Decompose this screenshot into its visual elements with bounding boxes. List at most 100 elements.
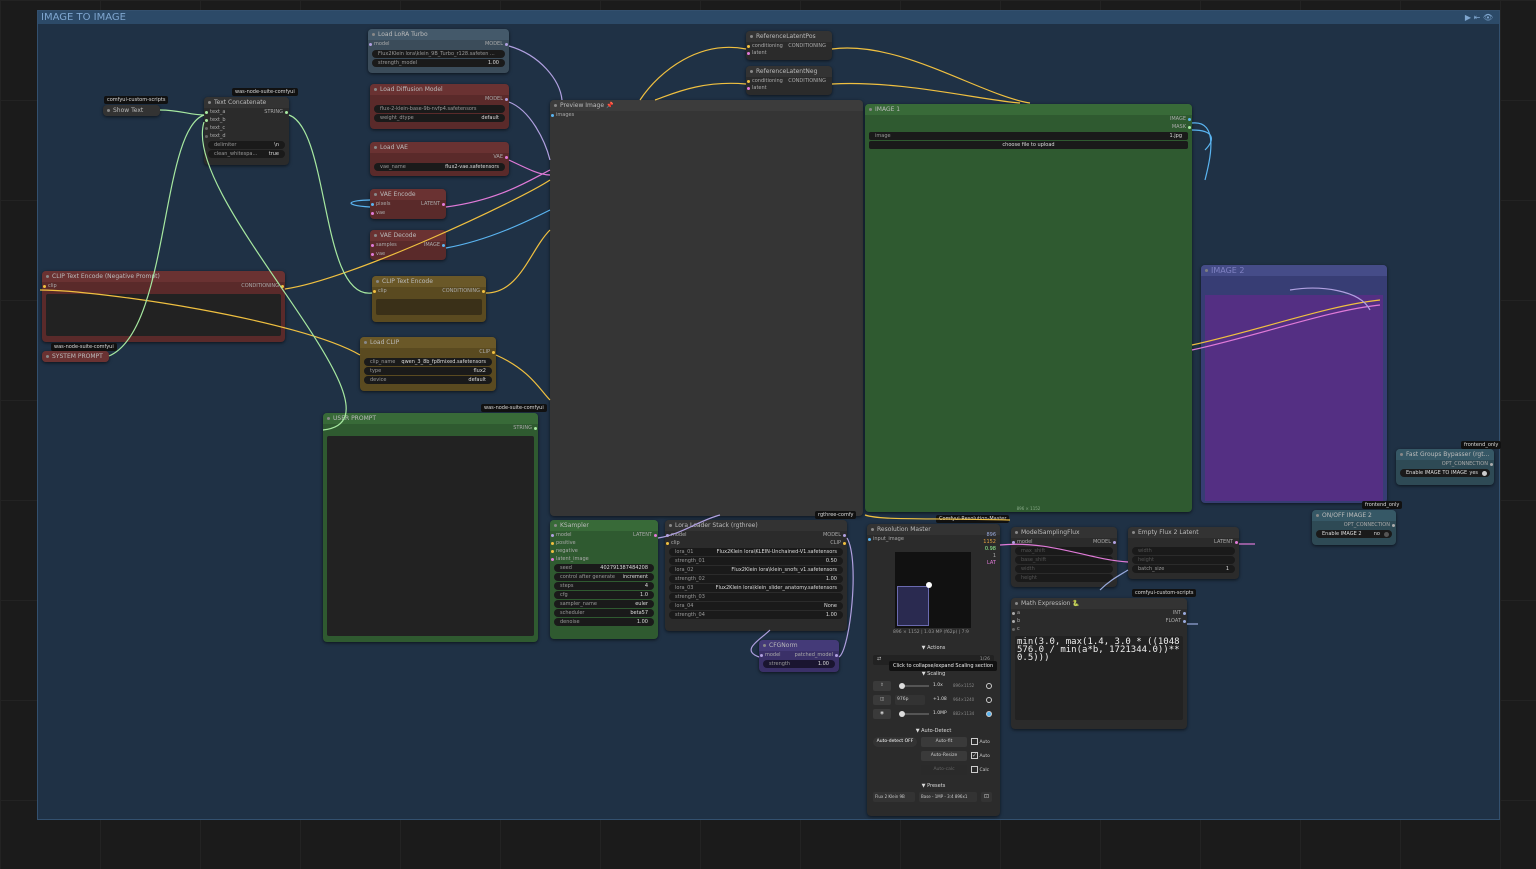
checkbox-checked[interactable]: ✓: [971, 752, 978, 759]
node-title[interactable]: Load LoRA Turbo: [368, 29, 509, 40]
node-resolution-master[interactable]: Resolution Master input_image 896 1152 0…: [867, 524, 1000, 816]
port-out[interactable]: OPT_CONNECTION: [1396, 460, 1494, 468]
port-text-d[interactable]: text_d: [204, 132, 289, 140]
autoresize-button[interactable]: Auto-Resize: [921, 751, 967, 761]
scale-slider[interactable]: [899, 683, 929, 689]
pin-icon[interactable]: 📌: [605, 102, 614, 109]
port-out[interactable]: STRING: [323, 424, 538, 433]
resolution-handle[interactable]: [926, 582, 932, 588]
group-controls[interactable]: ▶ ⇤ 👁: [1464, 13, 1493, 22]
node-title[interactable]: CLIP Text Encode: [372, 276, 486, 287]
delimiter-widget[interactable]: delimiter\n: [208, 141, 285, 149]
checkbox-box[interactable]: [971, 766, 978, 773]
port-latent-image[interactable]: latent_image: [550, 555, 658, 563]
node-title[interactable]: Text Concatenate: [204, 97, 289, 108]
checkbox-box[interactable]: [971, 738, 978, 745]
node-title[interactable]: Empty Flux 2 Latent: [1128, 527, 1239, 538]
unet-name-widget[interactable]: flux-2-klein-base-9b-nvfp4.safetensors: [374, 105, 505, 113]
port-out[interactable]: OPT_CONNECTION: [1312, 521, 1396, 529]
port-text-c[interactable]: text_c: [204, 124, 289, 132]
node-title[interactable]: ModelSamplingFlux: [1011, 527, 1117, 538]
node-title[interactable]: SYSTEM PROMPT: [42, 351, 109, 362]
port-negative[interactable]: negative: [550, 547, 658, 555]
node-load-diffusion[interactable]: Load Diffusion Model MODEL flux-2-klein-…: [370, 84, 509, 129]
node-onoff-image-2[interactable]: ON/OFF IMAGE 2 OPT_CONNECTION Enable IMA…: [1312, 510, 1396, 545]
port-vae[interactable]: vae: [370, 209, 446, 218]
port-out[interactable]: MODEL: [370, 95, 509, 104]
node-title[interactable]: CLIP Text Encode (Negative Prompt): [42, 271, 285, 282]
port-out[interactable]: VAE: [370, 153, 509, 162]
autoresize-checkbox[interactable]: ✓ Auto: [971, 752, 990, 759]
autocalc-checkbox[interactable]: Calc: [971, 766, 989, 773]
slider-knob[interactable]: [899, 711, 905, 717]
scale-radio[interactable]: [986, 683, 992, 689]
swap-icon[interactable]: ⇄: [877, 656, 882, 662]
slider-knob[interactable]: [899, 683, 905, 689]
max-shift-widget[interactable]: max_shift: [1015, 547, 1113, 555]
resolution-icon[interactable]: ◫: [873, 695, 891, 705]
port-out[interactable]: CLIP: [360, 348, 496, 357]
autodetect-toggle[interactable]: Auto-detect OFF: [873, 737, 917, 747]
autocalc-button[interactable]: Auto-calc: [921, 765, 967, 775]
width-widget[interactable]: width: [1132, 547, 1235, 555]
preset-model-select[interactable]: Flux 2 Klein 9B: [873, 792, 915, 802]
scale-slider[interactable]: [899, 711, 929, 717]
node-title[interactable]: ReferenceLatentPos: [746, 31, 832, 42]
node-system-prompt[interactable]: SYSTEM PROMPT: [42, 351, 109, 362]
scale-radio[interactable]: [986, 697, 992, 703]
resolution-canvas[interactable]: [895, 552, 971, 628]
autofit-button[interactable]: Auto-fit: [921, 737, 967, 747]
node-title[interactable]: VAE Decode: [370, 230, 446, 241]
node-title[interactable]: CFGNorm: [759, 640, 839, 651]
node-empty-flux-latent[interactable]: Empty Flux 2 Latent LATENT width height …: [1128, 527, 1239, 579]
node-title[interactable]: VAE Encode: [370, 189, 446, 200]
node-title[interactable]: IMAGE 1: [865, 104, 1192, 115]
camera-icon[interactable]: ◉: [873, 709, 891, 719]
scaling-header[interactable]: ▼ Scaling: [921, 671, 946, 677]
height-widget[interactable]: height: [1015, 574, 1113, 582]
scale-radio[interactable]: [986, 711, 992, 717]
port-mask[interactable]: MASK: [865, 123, 1192, 131]
lora-stack-widget[interactable]: strength_03: [669, 593, 843, 601]
port-image[interactable]: IMAGE: [865, 115, 1192, 123]
negative-prompt-textarea[interactable]: [46, 294, 281, 336]
